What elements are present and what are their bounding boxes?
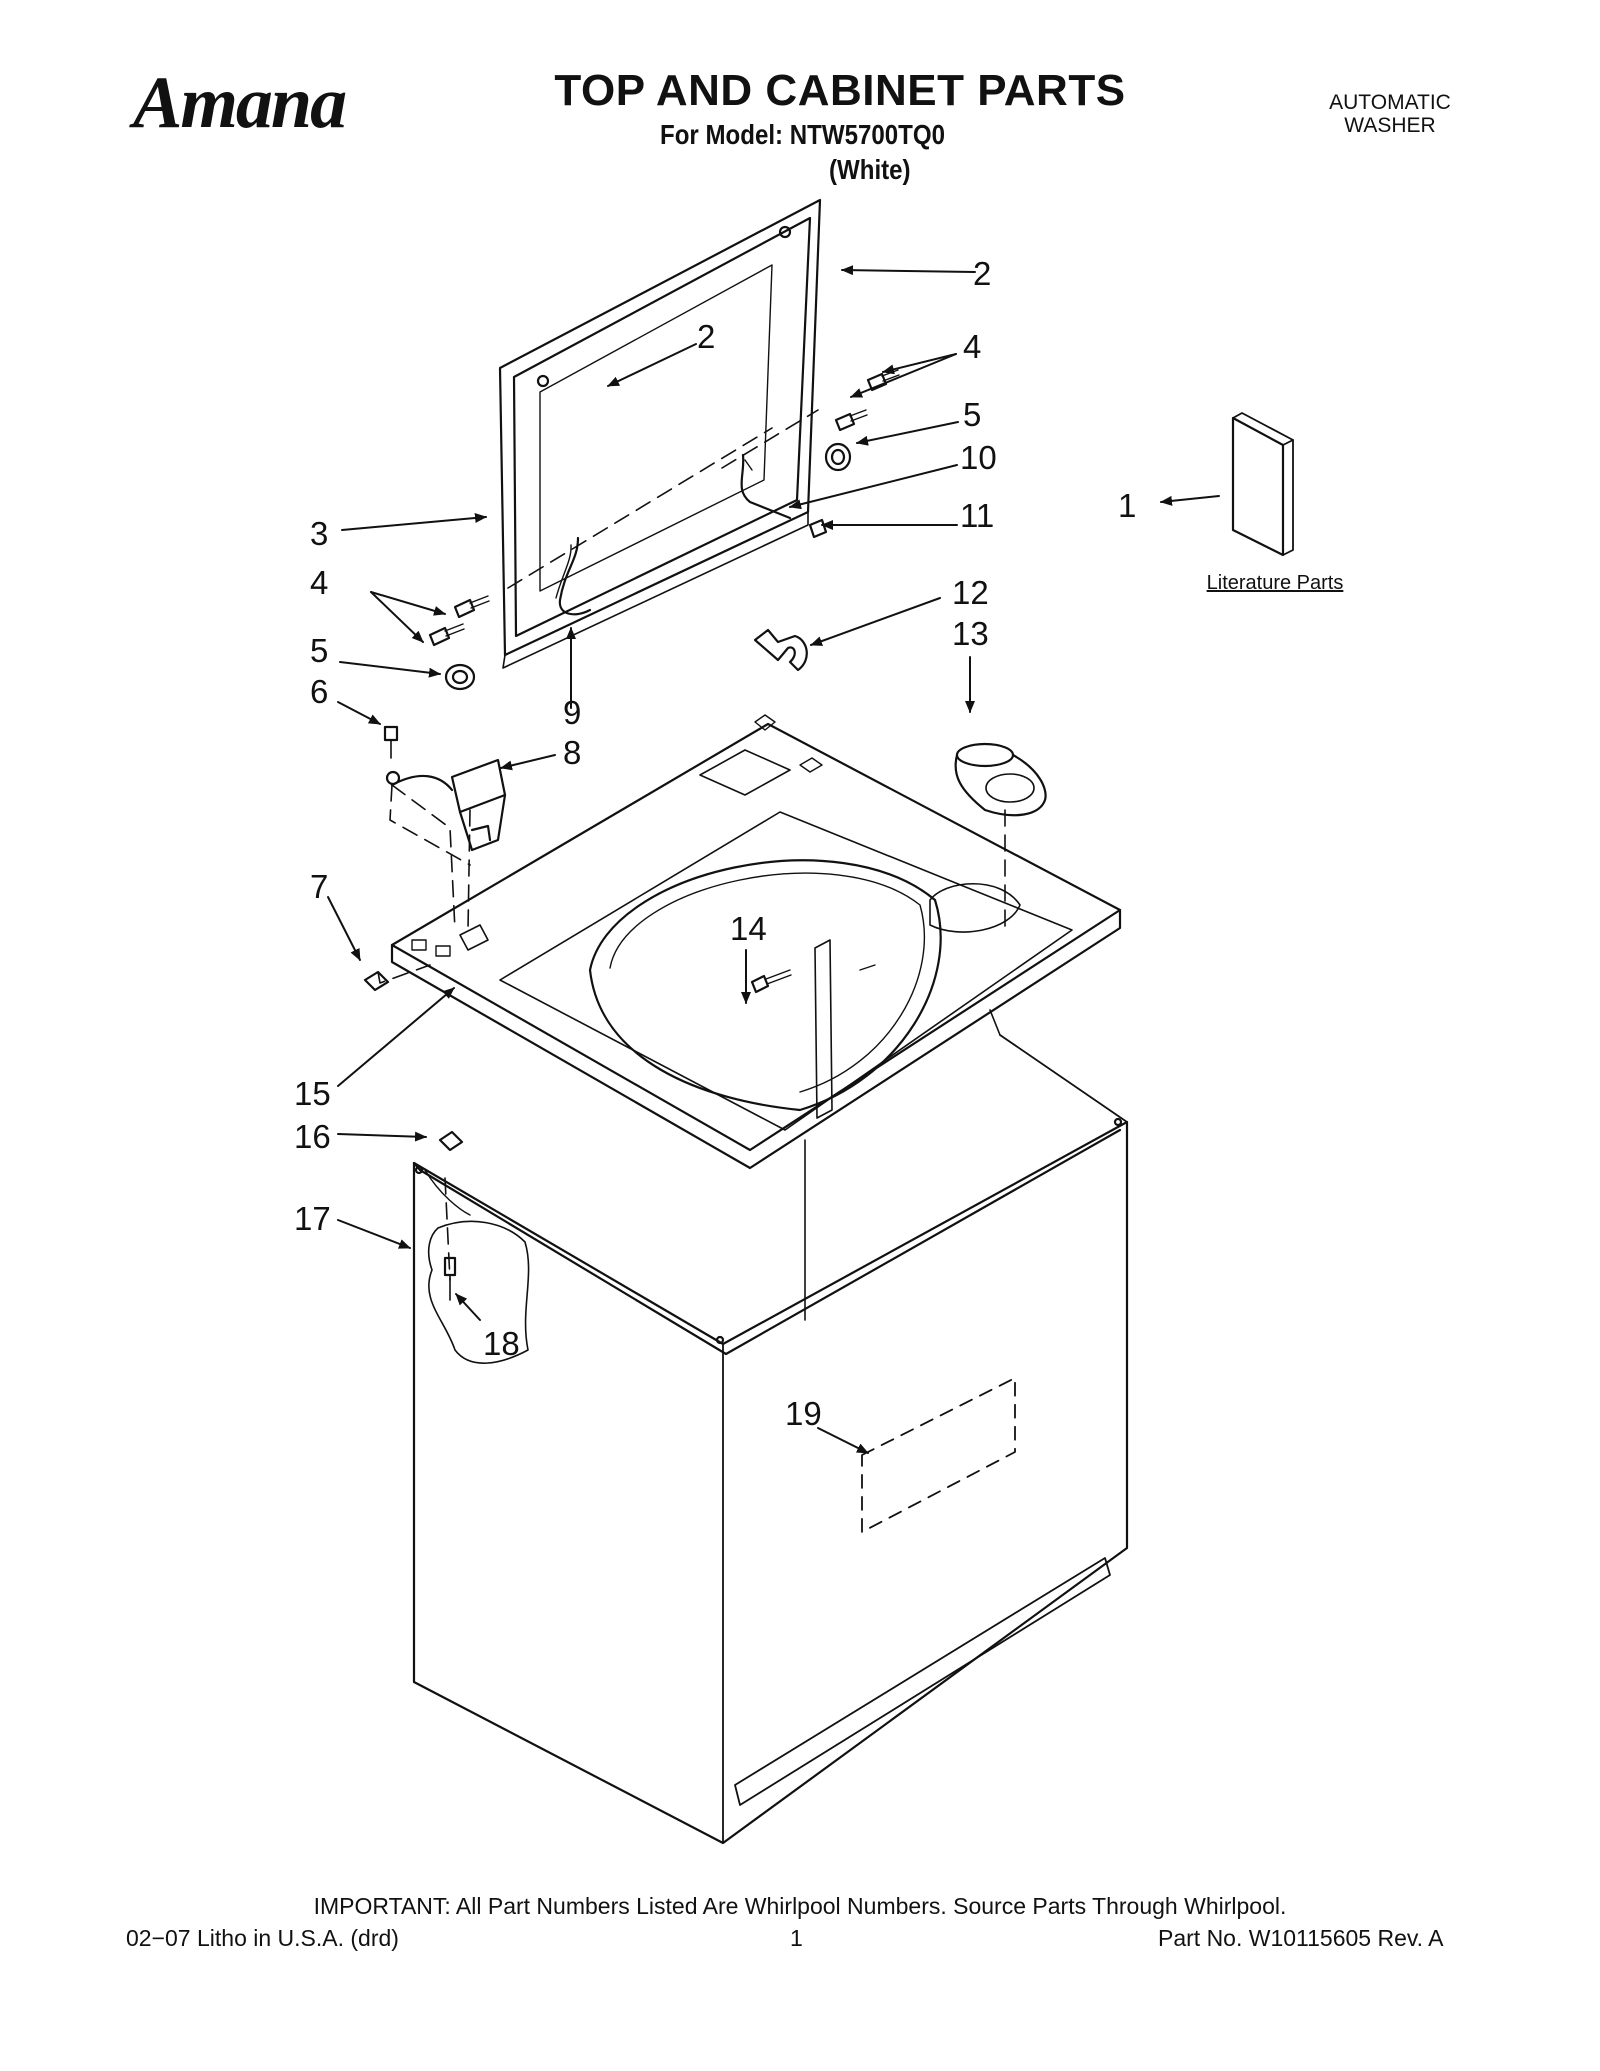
callout-2-lid-top: 2	[973, 255, 991, 292]
callout-8: 8	[563, 734, 581, 771]
callout-15: 15	[294, 1075, 331, 1112]
part-number: Part No. W10115605 Rev. A	[1158, 1925, 1444, 1951]
important-note: IMPORTANT: All Part Numbers Listed Are W…	[313, 1893, 1287, 1919]
model-color: (White)	[829, 154, 911, 185]
callout-4-right: 4	[963, 328, 981, 365]
callout-leaders	[327, 265, 1220, 1454]
callout-5-left: 5	[310, 632, 328, 669]
callout-11: 11	[960, 497, 994, 534]
washer-top-cover	[390, 714, 1122, 1170]
callout-19: 19	[785, 1395, 822, 1432]
callout-5-right: 5	[963, 396, 981, 433]
page-number: 1	[790, 1925, 803, 1951]
callout-4-left: 4	[310, 564, 328, 601]
label-area-outline	[861, 1377, 1016, 1533]
callout-1: 1	[1118, 487, 1136, 524]
callout-9: 9	[563, 694, 581, 731]
callout-3: 3	[310, 515, 328, 552]
assembly-guides	[377, 409, 1006, 1281]
callout-10: 10	[960, 439, 997, 476]
callout-17: 17	[294, 1200, 331, 1237]
callout-16: 16	[294, 1118, 331, 1155]
callout-18: 18	[483, 1325, 520, 1362]
hinge-clip	[753, 628, 808, 672]
lid-switch	[390, 758, 507, 852]
callout-14: 14	[730, 910, 767, 947]
top-hinge-clip	[363, 970, 390, 992]
model-number: For Model: NTW5700TQ0	[660, 119, 945, 150]
product-type-line-2: WASHER	[1344, 114, 1436, 137]
lid-hinge-rod-right	[740, 453, 792, 520]
callout-6: 6	[310, 673, 328, 710]
literature-booklet	[1231, 412, 1294, 557]
callout-2-lid-inner: 2	[697, 318, 715, 355]
callout-numbers: 1 2 2 3 4 4 5 5 6 7 8 9 10 11 12 13 14 1…	[294, 255, 1136, 1432]
literature-parts-label: Literature Parts	[1206, 572, 1344, 594]
product-type-line-1: AUTOMATIC	[1329, 91, 1451, 114]
washer-cabinet	[412, 1009, 1129, 1845]
lid-hinge-rod-left	[558, 536, 592, 616]
callout-12: 12	[952, 574, 989, 611]
callout-7: 7	[310, 868, 328, 905]
cabinet-spring-clip	[438, 1130, 464, 1152]
cutaway-detail	[427, 1220, 530, 1364]
hardware-screws	[383, 369, 900, 1301]
page-title: TOP AND CABINET PARTS	[554, 66, 1126, 115]
callout-13: 13	[952, 615, 989, 652]
washer-lid	[498, 198, 822, 669]
bleach-dispenser-cup	[954, 742, 1047, 817]
product-type: AUTOMATIC WASHER	[1290, 91, 1490, 137]
litho-info: 02−07 Litho in U.S.A. (drd)	[126, 1925, 399, 1951]
lid-bumpers	[385, 442, 852, 786]
brand-logo: Amana	[133, 62, 347, 144]
